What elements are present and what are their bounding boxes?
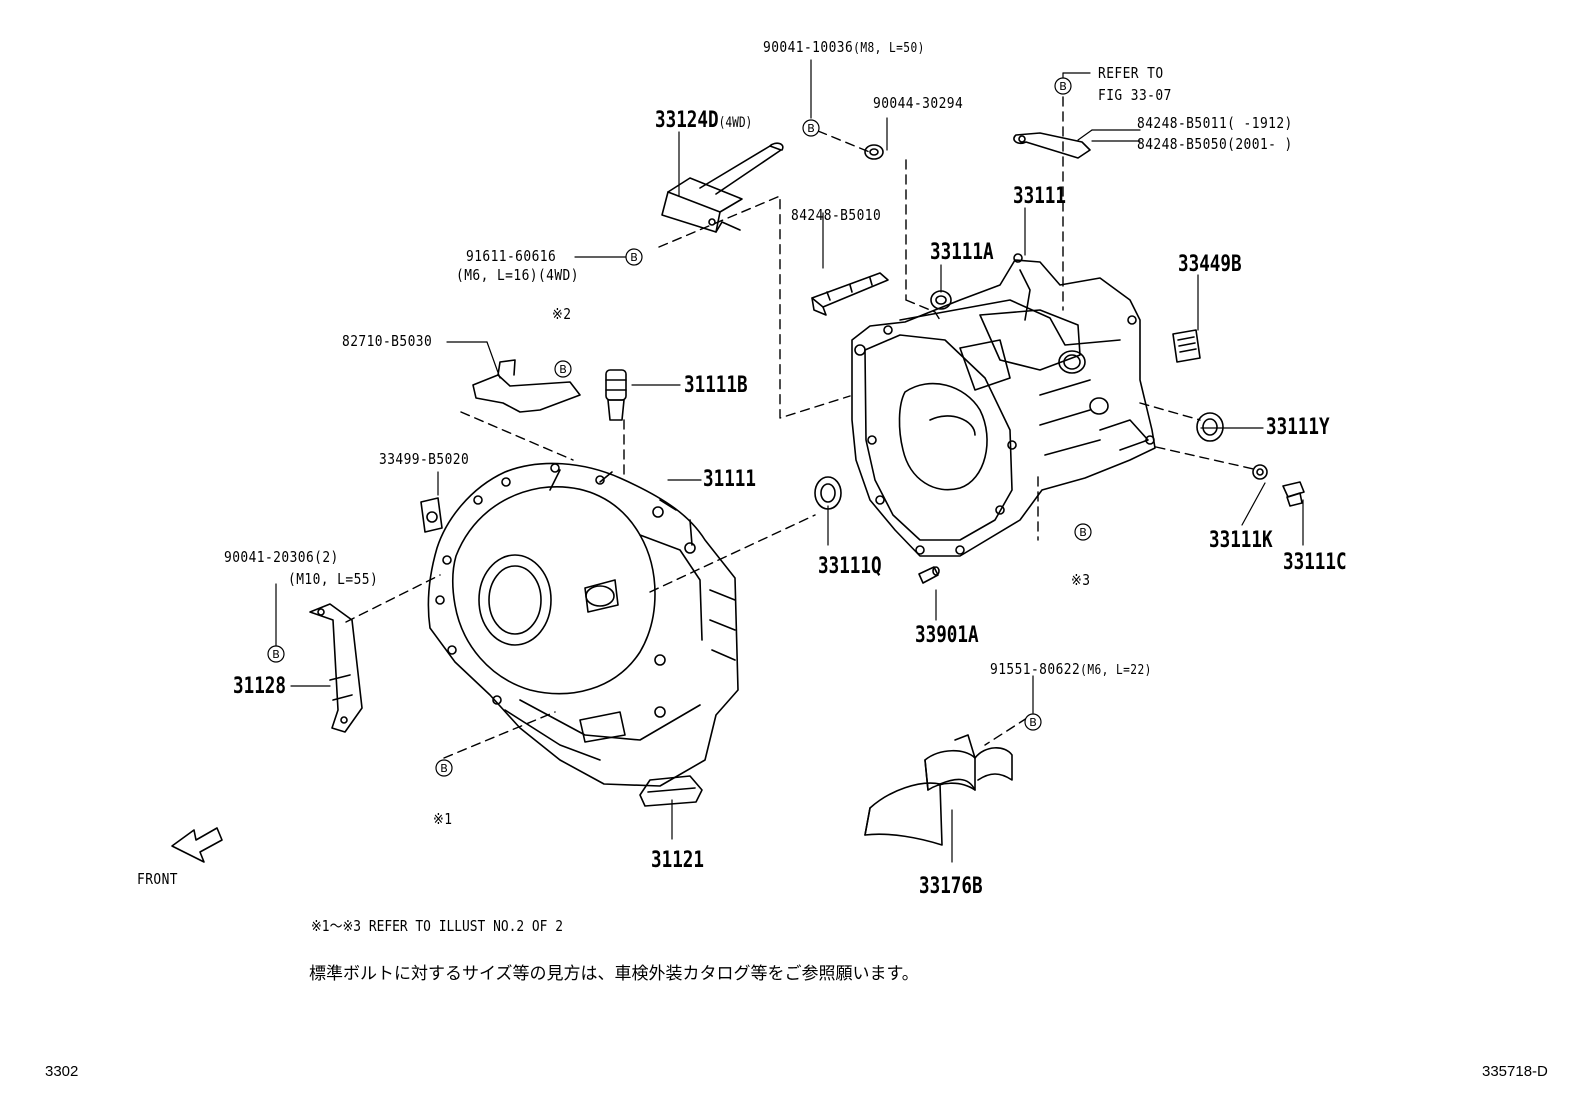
label-33124D: 33124D(4WD) [655,108,753,133]
label-33449B: 33449B [1178,252,1242,277]
switch-31111B [605,369,627,421]
label-33111Q: 33111Q [818,554,882,579]
bracket-84248-B5011 [1013,132,1091,159]
bolt-marker-icon: B [802,119,820,137]
note-refer-illust: ※1～※3 REFER TO ILLUST NO.2 OF 2 [311,917,563,935]
svg-text:B: B [559,363,567,376]
label-ref-3: ※3 [1071,571,1091,589]
svg-text:B: B [272,648,280,661]
bracket-84248-B5010 [811,272,889,316]
bolt-marker-icon: B [625,248,643,266]
seal-33111A [930,290,952,310]
label-31128: 31128 [233,674,286,699]
footer-fig-code: 335718-D [1482,1063,1548,1080]
svg-text:B: B [1079,526,1087,539]
cover-33176B [864,734,1013,846]
label-ref-1: ※1 [433,810,453,828]
bracket-31128 [309,603,363,733]
label-front: FRONT [137,870,178,888]
label-90044-30294: 90044-30294 [873,94,964,112]
label-ref-2: ※2 [552,305,572,323]
bolt-marker-icon: B [554,360,572,378]
label-90041-10036: 90041-10036(M8, L=50) [763,38,925,56]
label-82710-B5030: 82710-B5030 [342,332,433,350]
seal-33111Y [1196,412,1224,442]
magnet-33449B [1172,329,1201,363]
label-33176B: 33176B [919,874,983,899]
bracket-33124D [661,142,784,233]
label-refer-to: REFER TO [1098,64,1164,82]
bolt-marker-icon: B [267,645,285,663]
bolt-marker-icon: B [1024,713,1042,731]
svg-text:B: B [630,251,638,264]
clutch-housing-31111 [427,462,739,787]
pin-33901A [918,566,940,584]
seal-33111Q [814,476,842,510]
label-91611-60616: 91611-60616 [466,247,557,265]
label-33499-B5020: 33499-B5020 [379,450,470,468]
label-84248-B5011: 84248-B5011( -1912) [1137,114,1293,132]
bolt-marker-icon: B [435,759,453,777]
note-japanese: 標準ボルトに対するサイズ等の見方は、車検外装カタログ等をご参照願います。 [309,964,919,984]
svg-text:B: B [1029,716,1037,729]
svg-text:B: B [1059,80,1067,93]
footer-page-code: 3302 [45,1063,79,1080]
dashed-assembly-lines [345,96,1259,759]
bracket-82710-B5030 [472,359,581,413]
svg-text:B: B [807,122,815,135]
svg-text:B: B [440,762,448,775]
label-31121: 31121 [651,848,704,873]
label-33111-case: 33111 [1013,184,1066,209]
label-33111Y: 33111Y [1266,415,1330,440]
gasket-33111K [1252,464,1268,480]
label-84248-B5050: 84248-B5050(2001- ) [1137,135,1293,153]
label-91611-60616-spec: (M6, L=16)(4WD) [456,266,579,284]
label-31111B: 31111B [684,373,748,398]
plate-31121 [639,775,703,807]
label-90041-20306-spec: (M10, L=55) [288,570,379,588]
clip-33499-B5020 [420,497,443,533]
label-90041-20306: 90041-20306(2) [224,548,339,566]
label-33111A: 33111A [930,240,994,265]
front-arrow-icon [171,827,223,863]
label-fig-33-07: FIG 33-07 [1098,86,1172,104]
label-33111C: 33111C [1283,550,1347,575]
label-91551-80622: 91551-80622(M6, L=22) [990,660,1152,678]
washer-90044-30294 [864,144,884,160]
transmission-case-33111 [851,253,1156,557]
plug-33111C [1282,481,1305,507]
label-84248-B5010: 84248-B5010 [791,206,882,224]
bolt-marker-icon: B [1074,523,1092,541]
label-31111-housing: 31111 [703,467,756,492]
label-33111K: 33111K [1209,528,1273,553]
bolt-marker-icon: B [1054,77,1072,95]
label-33901A: 33901A [915,623,979,648]
